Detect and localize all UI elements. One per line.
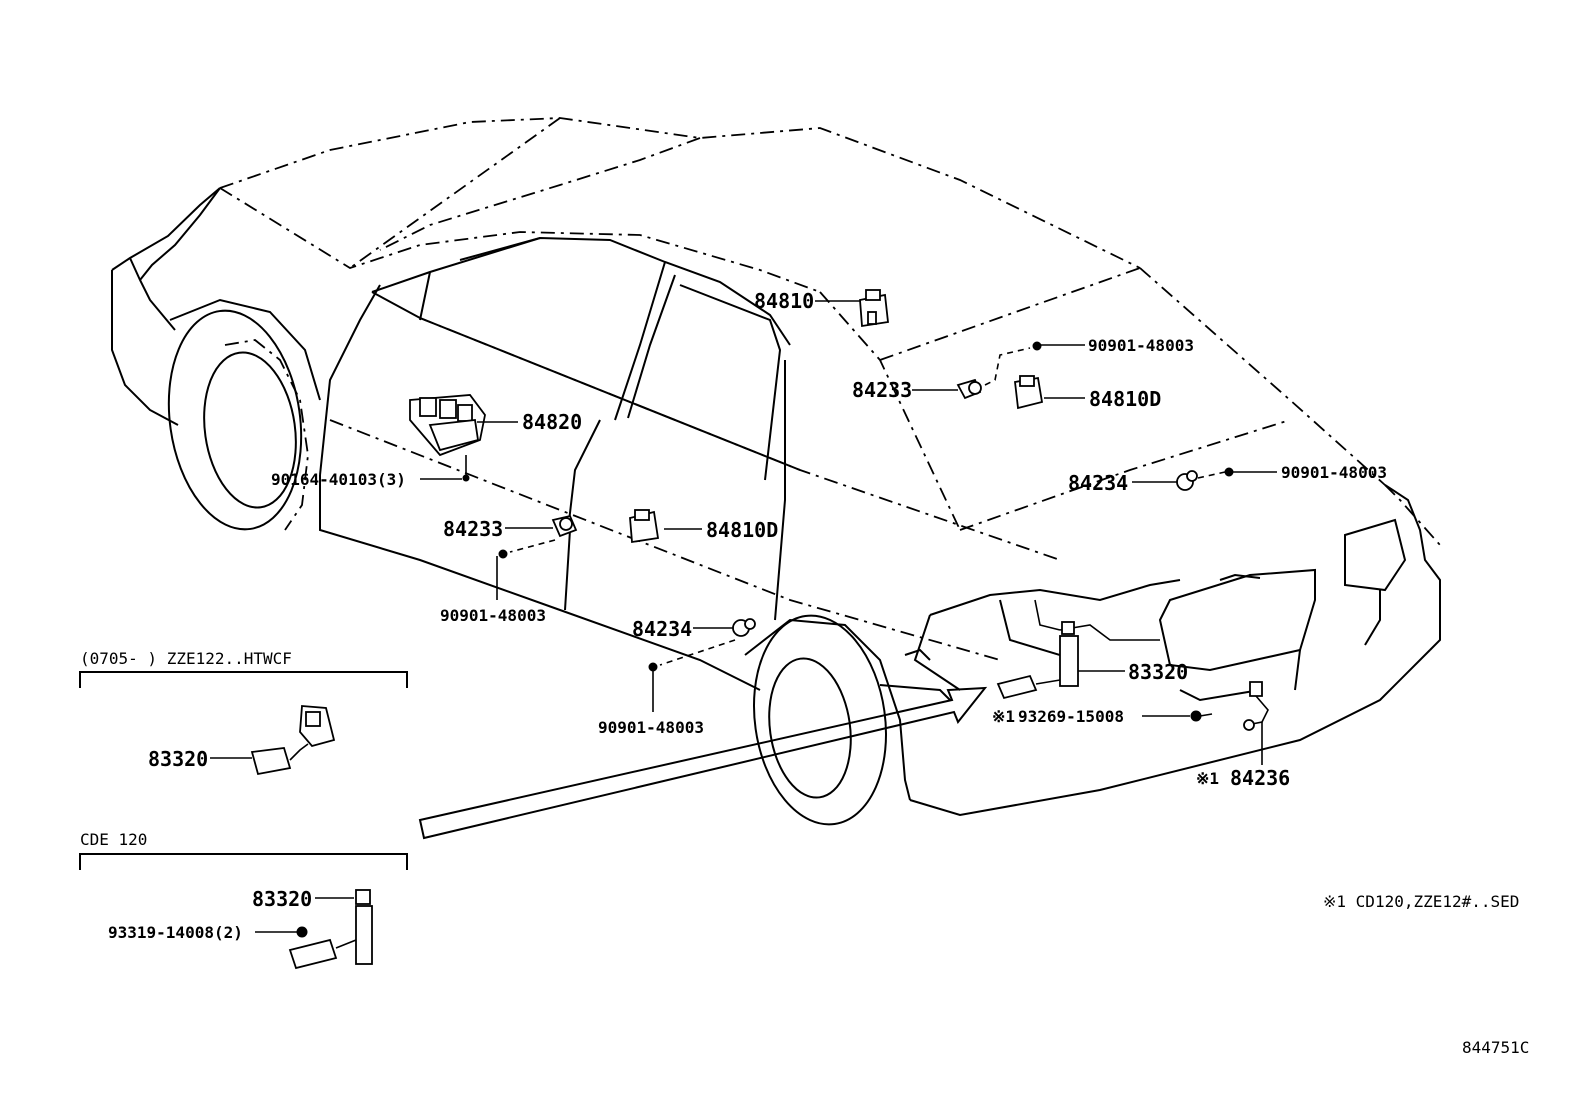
label-90164: 90164-40103(3) (271, 470, 406, 489)
label-90901-b: 90901-48003 (1281, 463, 1387, 482)
label-84820: 84820 (522, 410, 582, 434)
opener-83320-cde-icon (288, 889, 373, 970)
label-84234-rear: 84234 (1068, 471, 1128, 495)
inset-cde120: CDE 120 83320 93319-14008(2) (79, 830, 408, 970)
switch-84810-icon (859, 289, 889, 328)
label-84233-front: 84233 (443, 517, 503, 541)
courtesy-switch-84233-rear-icon (956, 341, 1042, 400)
inset-cde-header: CDE 120 (80, 830, 147, 849)
opener-83320-icon (996, 621, 1079, 700)
inset-zze-part-label: 83320 (148, 747, 208, 771)
label-84236-mark: ※1 (1196, 769, 1219, 788)
label-83320-main: 83320 (1128, 660, 1188, 684)
inset-zze-header: (0705- ) ZZE122..HTWCF (80, 649, 292, 668)
label-93269-mark: ※1 (992, 707, 1015, 726)
label-90901-c: 90901-48003 (440, 606, 546, 625)
inset-cde-part-label: 83320 (252, 887, 312, 911)
footnote-applicability: ※1 CD120,ZZE12#..SED (1323, 892, 1519, 911)
leader-lines (420, 300, 1277, 717)
label-84233-rear: 84233 (852, 378, 912, 402)
switch-84820-icon (409, 394, 486, 482)
screw-93269-icon (1190, 710, 1213, 722)
label-90901-a: 90901-48003 (1088, 336, 1194, 355)
label-90901-d: 90901-48003 (598, 718, 704, 737)
label-84810D-rear: 84810D (1089, 387, 1161, 411)
switch-84810D-front-icon (629, 509, 660, 544)
opener-83320-zze-icon (250, 705, 336, 776)
label-84810: 84810 (754, 289, 814, 313)
courtesy-switch-84233-front-icon (496, 514, 578, 600)
label-84810D-front: 84810D (706, 518, 778, 542)
switch-84236-icon (1243, 681, 1269, 765)
switch-84234-rear-icon (1176, 467, 1234, 491)
car-body-outline (111, 117, 1441, 840)
label-84236: 84236 (1230, 766, 1290, 790)
inset-zze122: (0705- ) ZZE122..HTWCF 83320 (79, 649, 408, 776)
inset-cde-screw-label: 93319-14008(2) (108, 923, 243, 942)
label-93269: 93269-15008 (1018, 707, 1124, 726)
diagram-code: 844751C (1462, 1038, 1529, 1057)
switch-84810D-rear-icon (1014, 375, 1044, 410)
label-84234-front: 84234 (632, 617, 692, 641)
